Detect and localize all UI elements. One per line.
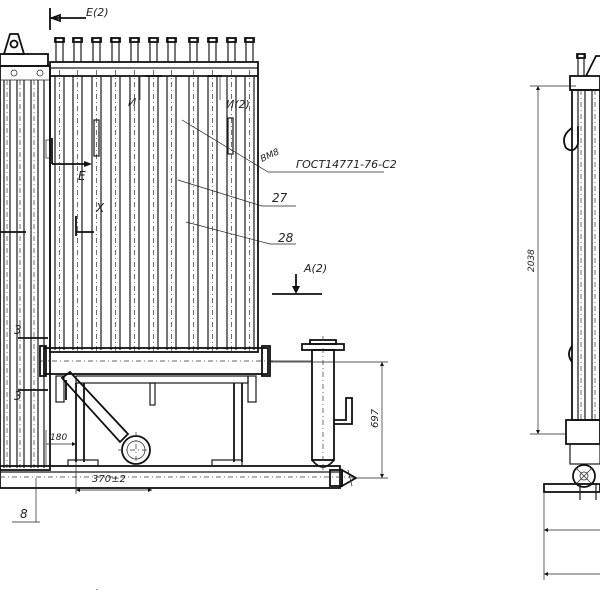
- side-top-nipples: [569, 53, 600, 91]
- section-mark-e-top: E(2): [49, 6, 109, 30]
- lifting-lug: [0, 33, 49, 77]
- label-weld-vm8: ВМ8: [259, 147, 281, 164]
- label-dim-2038: 2038: [527, 249, 537, 272]
- inlet-pipe: [301, 336, 353, 470]
- dim-370: 370±2: [75, 462, 152, 494]
- side-lower-assembly: [543, 419, 600, 500]
- side-bottom-dims: [543, 492, 600, 580]
- left-tube-bank: [0, 65, 53, 471]
- section-mark-e: E: [51, 138, 92, 183]
- tube-walls: [54, 76, 255, 350]
- lower-header: [39, 345, 312, 377]
- tube-nipples: [54, 37, 255, 63]
- tube-centrelines: [59, 70, 250, 352]
- dim-2038: 2038: [527, 85, 576, 435]
- label-dim-370: 370±2: [92, 474, 126, 485]
- pos-8-leader: 8: [12, 478, 40, 523]
- view-arrow-a: А(2): [272, 262, 327, 295]
- label-section-x: Х: [95, 201, 105, 215]
- label-e2-top: E(2): [86, 6, 109, 19]
- main-tube-bank: [49, 37, 259, 353]
- dim-180: 180: [45, 430, 76, 466]
- label-dim-697: 697: [370, 408, 381, 428]
- label-section-e: E: [78, 169, 86, 183]
- section-mark-x: Х: [75, 201, 105, 236]
- label-standard: ГОСТ14771-76-С2: [296, 158, 397, 171]
- dim-697: 697: [268, 361, 388, 479]
- label-view-a: А(2): [303, 262, 327, 275]
- base-skid: [0, 459, 358, 489]
- label-dim-180: 180: [50, 433, 67, 443]
- label-side-3-lower: 3: [14, 389, 22, 403]
- label-section-i-right: И(2): [226, 98, 250, 111]
- label-section-i: И: [128, 96, 136, 109]
- label-pos-28: 28: [278, 231, 294, 245]
- label-side-3-upper: 3: [14, 323, 22, 337]
- svg-text:.: .: [96, 583, 99, 592]
- leader-lines: [177, 119, 384, 245]
- side-view: 2038: [527, 53, 600, 580]
- side-tube-bank: [568, 89, 600, 421]
- label-pos-27: 27: [272, 191, 288, 205]
- label-pos-8: 8: [20, 507, 28, 521]
- front-view: E(2) И И(2) ВМ8 ГОСТ14771-76-С2 27 28 E: [0, 6, 397, 592]
- support-frame: [55, 370, 257, 462]
- side-hook: [563, 126, 579, 152]
- roller: [118, 432, 154, 468]
